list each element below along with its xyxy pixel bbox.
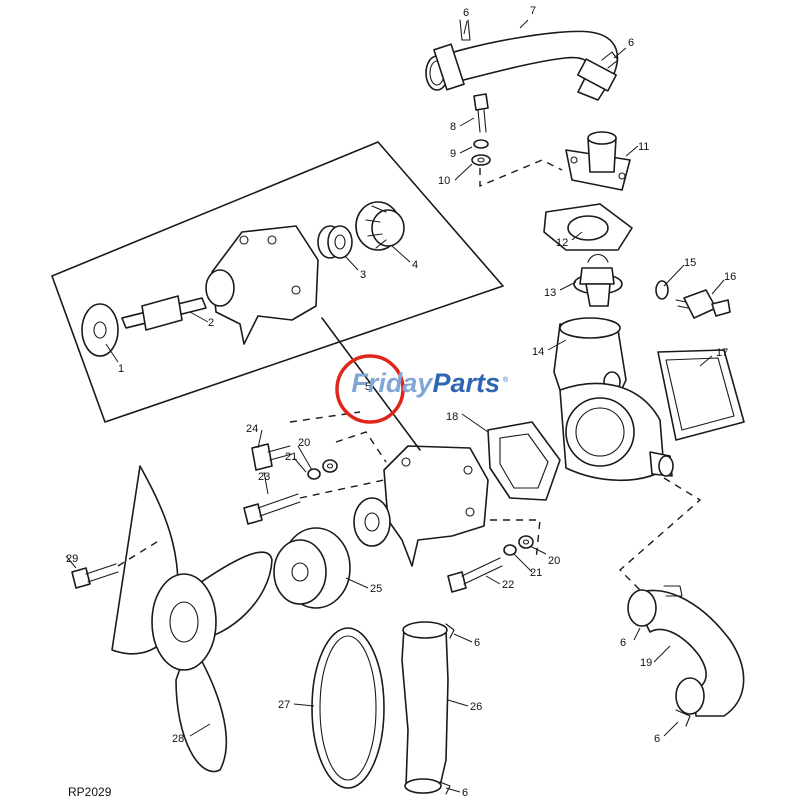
- callout-4: 4: [412, 259, 418, 271]
- callout-21: 21: [530, 567, 542, 579]
- upper-radiator-hose: [425, 19, 619, 101]
- pump-body: [205, 225, 319, 345]
- callout-12: 12: [556, 237, 568, 249]
- callout-23: 23: [258, 471, 270, 483]
- callout-16: 16: [724, 271, 736, 283]
- callout-10: 10: [438, 175, 450, 187]
- callout-13: 13: [544, 287, 556, 299]
- assembly-path: [490, 519, 541, 561]
- leader-lines: [65, 19, 725, 793]
- svg-text:FridayParts: FridayParts: [351, 368, 500, 398]
- callout-1: 1: [118, 363, 124, 375]
- callout-6: 6: [620, 637, 626, 649]
- callout-20: 20: [548, 555, 560, 567]
- radiator-lower-hose: [627, 585, 745, 727]
- diagram-code: RP2029: [68, 785, 112, 799]
- pump-flange: [81, 303, 119, 357]
- callout-11: 11: [638, 141, 649, 153]
- thermostat-cover-bolt: [471, 93, 491, 166]
- callout-24: 24: [246, 423, 258, 435]
- subassembly-frame: [51, 141, 504, 423]
- watermark-word-right: Parts: [432, 368, 500, 398]
- callout-21: 21: [285, 451, 297, 463]
- watermark-circle-icon: [335, 354, 405, 424]
- callout-20: 20: [298, 437, 310, 449]
- watermark-registered-mark: ®: [503, 376, 509, 384]
- fan-pulley: [273, 527, 351, 609]
- temperature-sensor: [675, 289, 731, 319]
- callout-15: 15: [684, 257, 696, 269]
- callout-9: 9: [450, 148, 456, 160]
- hose-clamp-icon: [576, 58, 618, 92]
- callout-3: 3: [360, 269, 366, 281]
- watermark-word-left: Friday: [351, 368, 434, 398]
- thermostat-gasket: [543, 203, 633, 251]
- thermostat: [573, 253, 623, 307]
- pump-housing: [559, 382, 674, 482]
- callout-6: 6: [628, 37, 634, 49]
- pump-impeller: [355, 201, 405, 251]
- callout-8: 8: [450, 121, 456, 133]
- callout-6: 6: [462, 787, 468, 799]
- thermostat-cover: [565, 131, 631, 191]
- callout-18: 18: [446, 411, 458, 423]
- callout-2: 2: [208, 317, 214, 329]
- callout-6: 6: [654, 733, 660, 745]
- callout-6: 6: [474, 637, 480, 649]
- assembly-path: [299, 479, 385, 499]
- water-pump-assembly: [353, 445, 489, 567]
- hose-clamp-icon: [433, 43, 465, 91]
- callout-27: 27: [278, 699, 290, 711]
- watermark: FridayParts ®: [335, 354, 509, 424]
- callout-25: 25: [370, 583, 382, 595]
- subassembly-connector: [321, 317, 421, 451]
- housing-gasket: [657, 349, 745, 441]
- callout-labels: 1 2 3 4 5 6 7 6 8 9 10 11 12 13 15 16 14…: [66, 5, 736, 799]
- callout-17: 17: [716, 347, 728, 359]
- assembly-path: [479, 159, 563, 188]
- pump-seal: [317, 225, 353, 259]
- assembly-path: [117, 539, 161, 567]
- callout-7: 7: [530, 5, 536, 17]
- pump-gasket: [487, 421, 561, 501]
- assembly-path: [618, 477, 702, 591]
- assembly-path: [335, 431, 387, 463]
- callout-6: 6: [463, 7, 469, 19]
- callout-29: 29: [66, 553, 78, 565]
- pump-shaft: [121, 295, 207, 331]
- callout-19: 19: [640, 657, 652, 669]
- pump-bolts: [71, 443, 534, 593]
- lower-bypass-hose: [401, 621, 455, 795]
- callout-14: 14: [532, 346, 544, 358]
- callout-22: 22: [502, 579, 514, 591]
- callout-5: 5: [365, 381, 371, 393]
- cooling-fan: [111, 465, 273, 773]
- callout-26: 26: [470, 701, 482, 713]
- fan-belt: [311, 627, 385, 789]
- callout-28: 28: [172, 733, 184, 745]
